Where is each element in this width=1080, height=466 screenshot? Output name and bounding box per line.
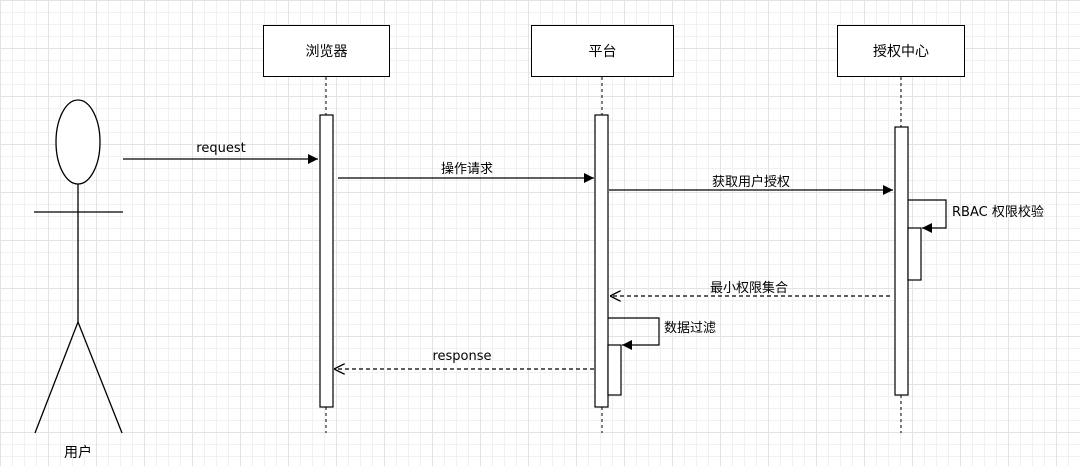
participant-platform-label: 平台 [588,44,617,60]
message-rbac-self-arrow [908,199,947,233]
participant-platform: 平台 [531,25,674,77]
message-min-set-label: 最小权限集合 [709,281,789,296]
activation-platform-nested [607,344,622,396]
activation-auth-nested [907,227,922,281]
actor-user-figure [34,99,123,434]
message-filter-label: 数据过滤 [664,321,717,336]
message-filter-self-arrow [608,317,660,350]
message-rbac-label: RBAC 权限校验 [952,205,1044,220]
participant-browser: 浏览器 [263,25,390,77]
participant-auth: 授权中心 [837,25,965,77]
activation-browser [319,114,334,408]
message-request-label: request [196,141,246,156]
participant-browser-label: 浏览器 [305,44,348,60]
activation-auth [894,126,909,396]
message-response-label: response [432,349,492,364]
participant-auth-label: 授权中心 [873,44,929,60]
activation-platform [594,114,609,408]
message-operate-label: 操作请求 [440,162,494,177]
message-get-auth-label: 获取用户授权 [711,175,791,190]
actor-user-label: 用户 [64,445,92,461]
